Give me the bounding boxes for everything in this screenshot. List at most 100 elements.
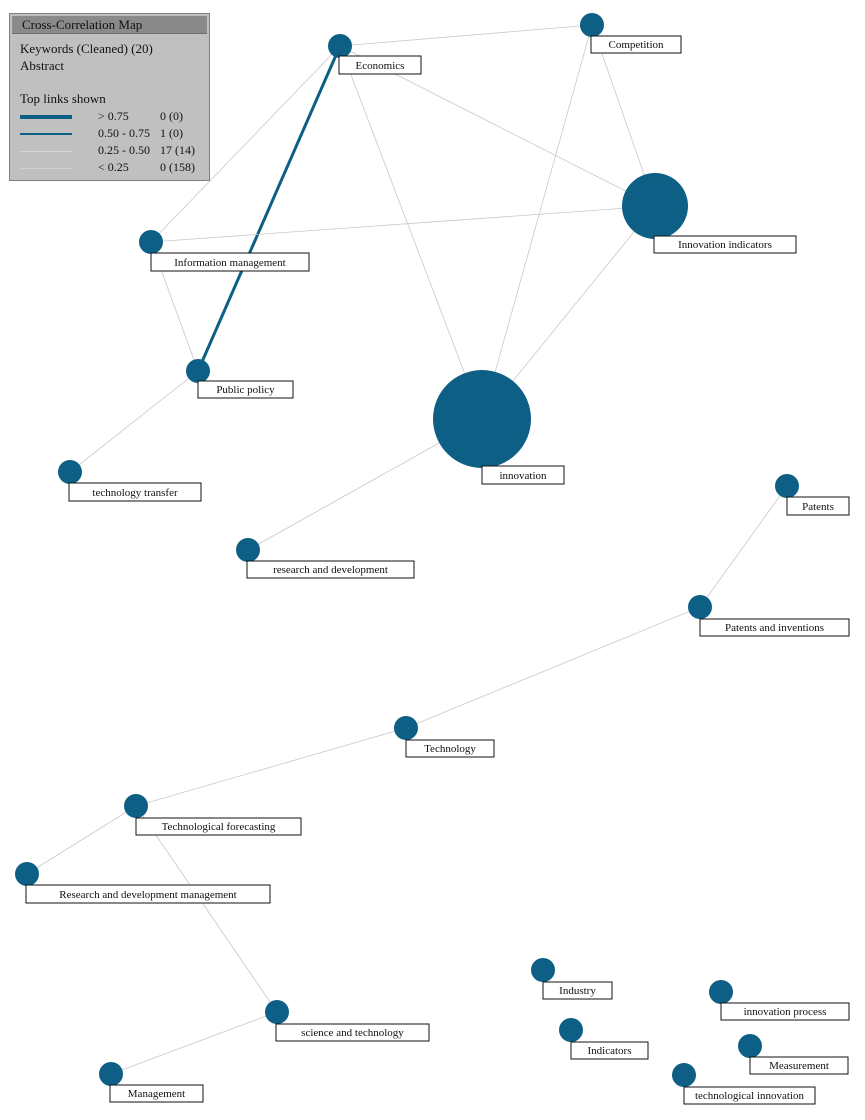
legend-row-strong: 0.50 - 0.75 1 (0) (20, 126, 205, 142)
node-technology[interactable]: Technology (394, 716, 495, 758)
legend-keyword-field: Keywords (Cleaned) (20) (20, 41, 153, 56)
node-label: innovation (499, 470, 547, 482)
legend-subtitle: Top links shown (20, 91, 106, 106)
node-label-box (275, 1023, 430, 1042)
node-patents[interactable]: Patents (775, 474, 850, 516)
legend-range: 0.50 - 0.75 (98, 126, 150, 140)
edge-technological_forecasting-science_and_technology (135, 805, 278, 1013)
node-circle[interactable] (139, 230, 163, 254)
node-circle[interactable] (622, 173, 688, 239)
node-label: Innovation indicators (678, 239, 772, 251)
node-circle[interactable] (688, 595, 712, 619)
legend-line-swatch (20, 115, 72, 119)
node-label: Research and development management (59, 889, 236, 901)
node-label-box (68, 482, 202, 502)
edge-patents_and_inventions-technology (405, 606, 701, 729)
node-label-box (338, 55, 422, 75)
node-innovation[interactable]: innovation (433, 370, 565, 485)
edge-science_and_technology-management (110, 1011, 278, 1075)
node-label: Competition (609, 39, 665, 51)
node-label: Patents (802, 501, 834, 513)
node-label: Patents and inventions (725, 622, 824, 634)
node-label: Economics (356, 60, 405, 72)
node-label: Technological forecasting (162, 821, 276, 833)
node-label-box (135, 817, 302, 836)
legend-count: 1 (0) (160, 126, 183, 140)
node-circle[interactable] (775, 474, 799, 498)
node-circle[interactable] (672, 1063, 696, 1087)
edge-technological_forecasting-rd_management (26, 805, 137, 875)
legend-count: 0 (0) (160, 109, 183, 123)
node-circle[interactable] (738, 1034, 762, 1058)
node-circle[interactable] (709, 980, 733, 1004)
node-circle[interactable] (433, 370, 531, 468)
legend-range: 0.25 - 0.50 (98, 143, 150, 157)
node-circle[interactable] (186, 359, 210, 383)
node-technology_transfer[interactable]: technology transfer (58, 460, 202, 502)
legend-line-swatch (20, 133, 72, 135)
node-label-box (720, 1002, 850, 1021)
node-measurement[interactable]: Measurement (738, 1034, 849, 1075)
node-circle[interactable] (236, 538, 260, 562)
node-innovation_indicators[interactable]: Innovation indicators (622, 173, 797, 254)
node-label-box (699, 618, 850, 637)
legend-panel: Cross-Correlation Map Keywords (Cleaned)… (9, 13, 210, 181)
node-circle[interactable] (265, 1000, 289, 1024)
node-innovation_process[interactable]: innovation process (709, 980, 850, 1021)
node-technological_innovation[interactable]: technological innovation (672, 1063, 816, 1105)
node-circle[interactable] (580, 13, 604, 37)
node-label-box (570, 1041, 649, 1060)
node-circle[interactable] (99, 1062, 123, 1086)
node-science_and_technology[interactable]: science and technology (265, 1000, 430, 1042)
node-management[interactable]: Management (99, 1062, 204, 1103)
node-information_management[interactable]: Information management (139, 230, 310, 272)
node-circle[interactable] (328, 34, 352, 58)
node-label-box (749, 1056, 849, 1075)
node-circle[interactable] (58, 460, 82, 484)
node-label-box (542, 981, 613, 1000)
node-label: innovation process (744, 1006, 827, 1018)
edge-economics-competition (339, 24, 593, 47)
node-rd_management[interactable]: Research and development management (15, 862, 271, 904)
node-label-box (786, 496, 850, 516)
legend-count: 17 (14) (160, 143, 195, 157)
node-label-box (481, 465, 565, 485)
node-label-box (150, 252, 310, 272)
node-circle[interactable] (124, 794, 148, 818)
node-circle[interactable] (531, 958, 555, 982)
node-industry[interactable]: Industry (531, 958, 613, 1000)
node-competition[interactable]: Competition (580, 13, 682, 54)
node-label: Public policy (216, 384, 275, 396)
legend-title: Cross-Correlation Map (12, 16, 207, 34)
node-label: Information management (174, 257, 286, 269)
legend-count: 0 (158) (160, 160, 195, 174)
node-label-box (109, 1084, 204, 1103)
node-label: Indicators (588, 1045, 632, 1057)
node-patents_and_inventions[interactable]: Patents and inventions (688, 595, 850, 637)
node-circle[interactable] (394, 716, 418, 740)
edge-economics-information_management (150, 45, 341, 243)
node-public_policy[interactable]: Public policy (186, 359, 294, 399)
node-technological_forecasting[interactable]: Technological forecasting (124, 794, 302, 836)
node-indicators[interactable]: Indicators (559, 1018, 649, 1060)
node-label: technology transfer (92, 487, 178, 499)
node-circle[interactable] (559, 1018, 583, 1042)
legend-row-medium: 0.25 - 0.50 17 (14) (20, 143, 205, 159)
node-economics[interactable]: Economics (328, 34, 422, 75)
node-label: research and development (273, 564, 388, 576)
node-label: technological innovation (695, 1090, 805, 1102)
node-label: science and technology (301, 1027, 404, 1039)
legend-range: > 0.75 (98, 109, 129, 123)
node-label-box (653, 235, 797, 254)
node-label-box (405, 739, 495, 758)
node-label-box (683, 1086, 816, 1105)
edge-innovation_indicators-information_management (150, 205, 656, 243)
node-research_and_development[interactable]: research and development (236, 538, 415, 579)
legend-row-weak: < 0.25 0 (158) (20, 160, 205, 176)
node-circle[interactable] (15, 862, 39, 886)
edge-competition-innovation (481, 24, 593, 420)
legend-row-strongest: > 0.75 0 (0) (20, 109, 205, 125)
legend-line-swatch (20, 151, 72, 152)
edge-patents-patents_and_inventions (699, 485, 788, 608)
